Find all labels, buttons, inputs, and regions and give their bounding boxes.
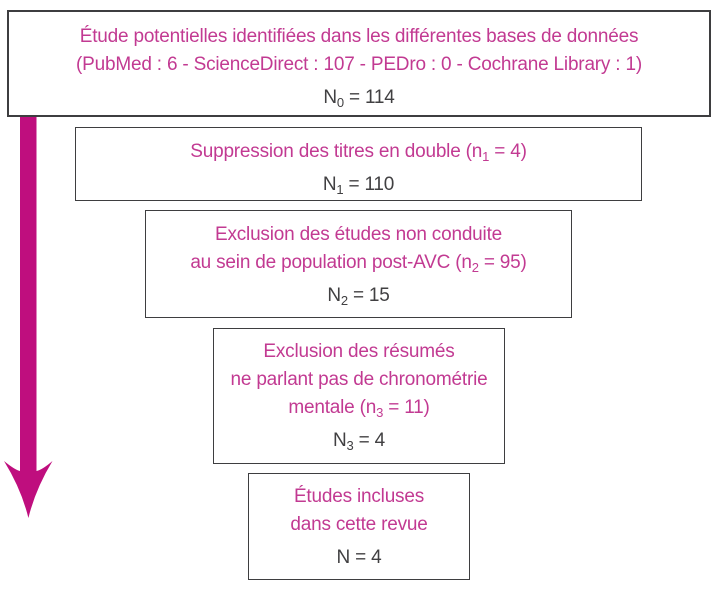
step-text: Suppression des titres en double (n1 = 4… (190, 141, 527, 164)
flow-box-exclusion-population: Exclusion des études non conduite au sein… (145, 210, 572, 318)
flow-box-exclusion-abstracts: Exclusion des résumés ne parlant pas de c… (213, 328, 505, 464)
down-arrow-icon (4, 115, 53, 518)
down-arrow-shape (4, 115, 53, 518)
count-text: N = 4 (336, 547, 382, 568)
step-text: Exclusion des études non conduite (214, 224, 503, 245)
flow-box-duplicates-removed: Suppression des titres en double (n1 = 4… (75, 127, 642, 201)
step-text: ne parlant pas de chronométrie (230, 369, 488, 390)
count-text: N3 = 4 (333, 430, 385, 453)
count-text: N1 = 110 (322, 174, 395, 197)
step-text: Études incluses (293, 486, 425, 507)
flow-box-included-studies: Études incluses dans cette revue N = 4 (248, 473, 470, 580)
step-text: dans cette revue (290, 514, 428, 535)
step-text: Étude potentielles identifiées dans les … (79, 26, 639, 47)
count-text: N0 = 114 (323, 87, 395, 110)
step-text: (PubMed : 6 - ScienceDirect : 107 - PEDr… (76, 54, 642, 75)
flow-box-identification: Étude potentielles identifiées dans les … (7, 10, 711, 117)
step-text: Exclusion des résumés (263, 341, 455, 362)
count-text: N2 = 15 (327, 285, 390, 308)
step-text: au sein de population post-AVC (n2 = 95) (190, 252, 527, 275)
step-text: mentale (n3 = 11) (288, 397, 430, 420)
